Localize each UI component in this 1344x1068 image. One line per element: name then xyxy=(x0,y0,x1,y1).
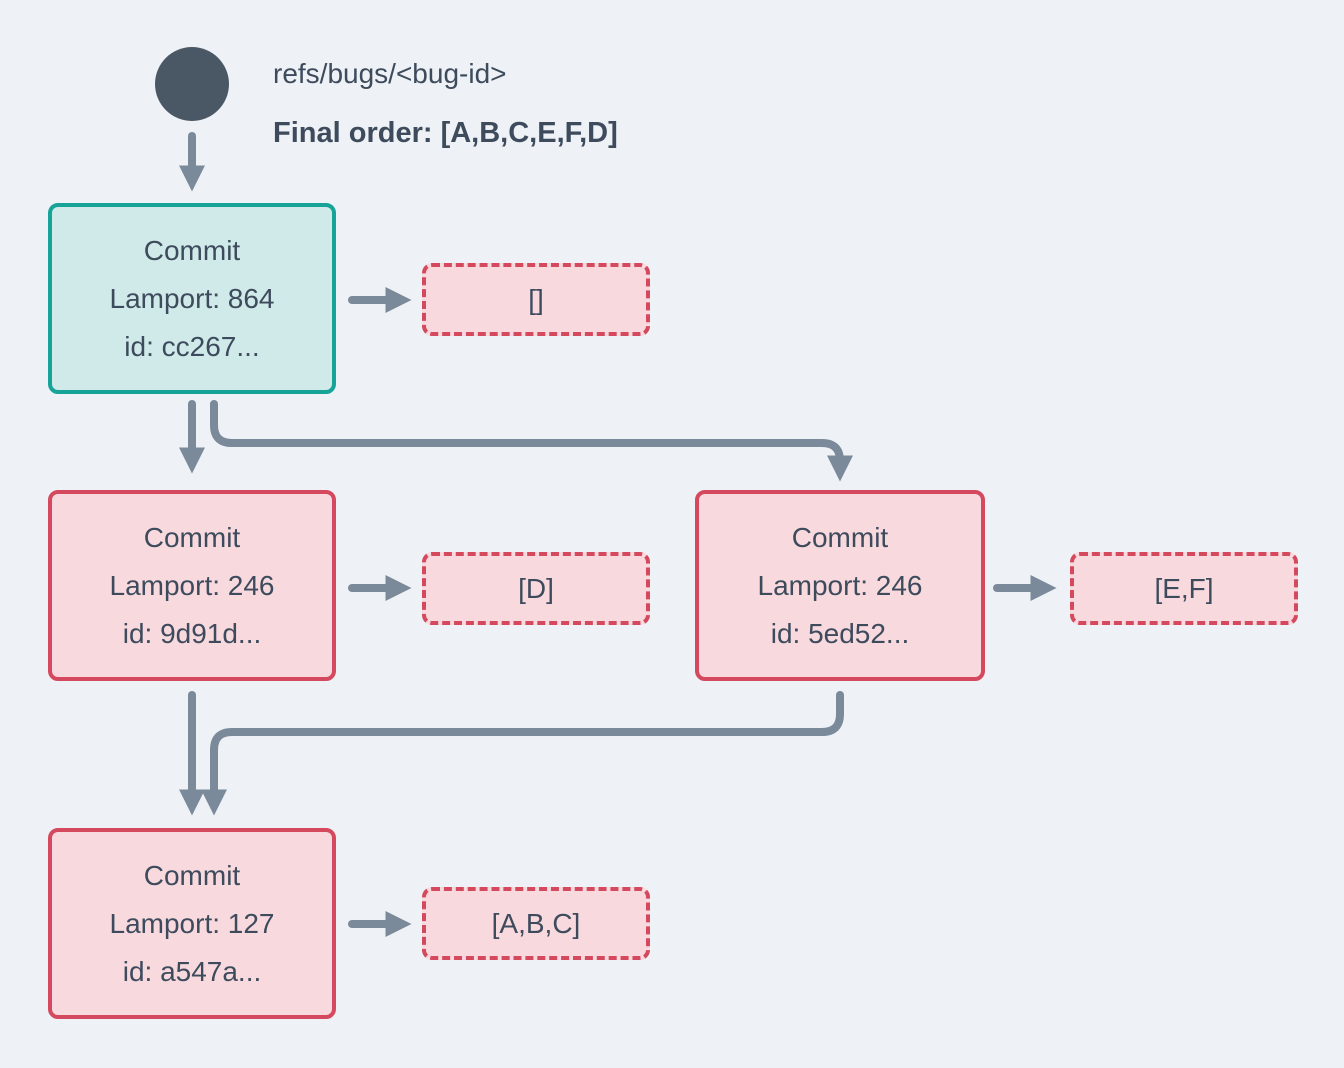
final-order-label: Final order: [A,B,C,E,F,D] xyxy=(273,117,618,149)
commit-id: id: a547a... xyxy=(122,955,262,987)
commit-title: Commit xyxy=(143,234,241,266)
commit-id: id: 9d91d... xyxy=(122,617,262,649)
ref-label: refs/bugs/<bug-id> xyxy=(273,58,507,89)
commit-lamport: Lamport: 246 xyxy=(109,569,275,601)
commit-lamport: Lamport: 127 xyxy=(109,907,275,939)
ops-box-bottom: [A,B,C] xyxy=(422,887,650,960)
edge-right-to-bottom xyxy=(201,691,844,816)
ops-value: [A,B,C] xyxy=(491,907,581,939)
commit-title: Commit xyxy=(143,521,241,553)
commit-node-left: Commit Lamport: 246 id: 9d91d... xyxy=(48,490,336,681)
commit-lamport: Lamport: 246 xyxy=(757,569,923,601)
commit-id: id: 5ed52... xyxy=(770,617,910,649)
commit-node-bottom: Commit Lamport: 127 id: a547a... xyxy=(48,828,336,1019)
edge-root-to-right xyxy=(210,400,853,482)
ops-value: [D] xyxy=(518,572,554,604)
commit-title: Commit xyxy=(791,521,889,553)
ops-box-left: [D] xyxy=(422,552,650,625)
commit-id: id: cc267... xyxy=(124,330,260,362)
commit-node-root: Commit Lamport: 864 id: cc267... xyxy=(48,203,336,394)
commit-title: Commit xyxy=(143,859,241,891)
ref-head-node-icon xyxy=(155,47,229,121)
ops-box-root: [] xyxy=(422,263,650,336)
commit-lamport: Lamport: 864 xyxy=(109,282,275,314)
ops-value: [] xyxy=(528,283,544,315)
commit-node-right: Commit Lamport: 246 id: 5ed52... xyxy=(695,490,985,681)
ops-value: [E,F] xyxy=(1154,572,1214,604)
ops-box-right: [E,F] xyxy=(1070,552,1298,625)
